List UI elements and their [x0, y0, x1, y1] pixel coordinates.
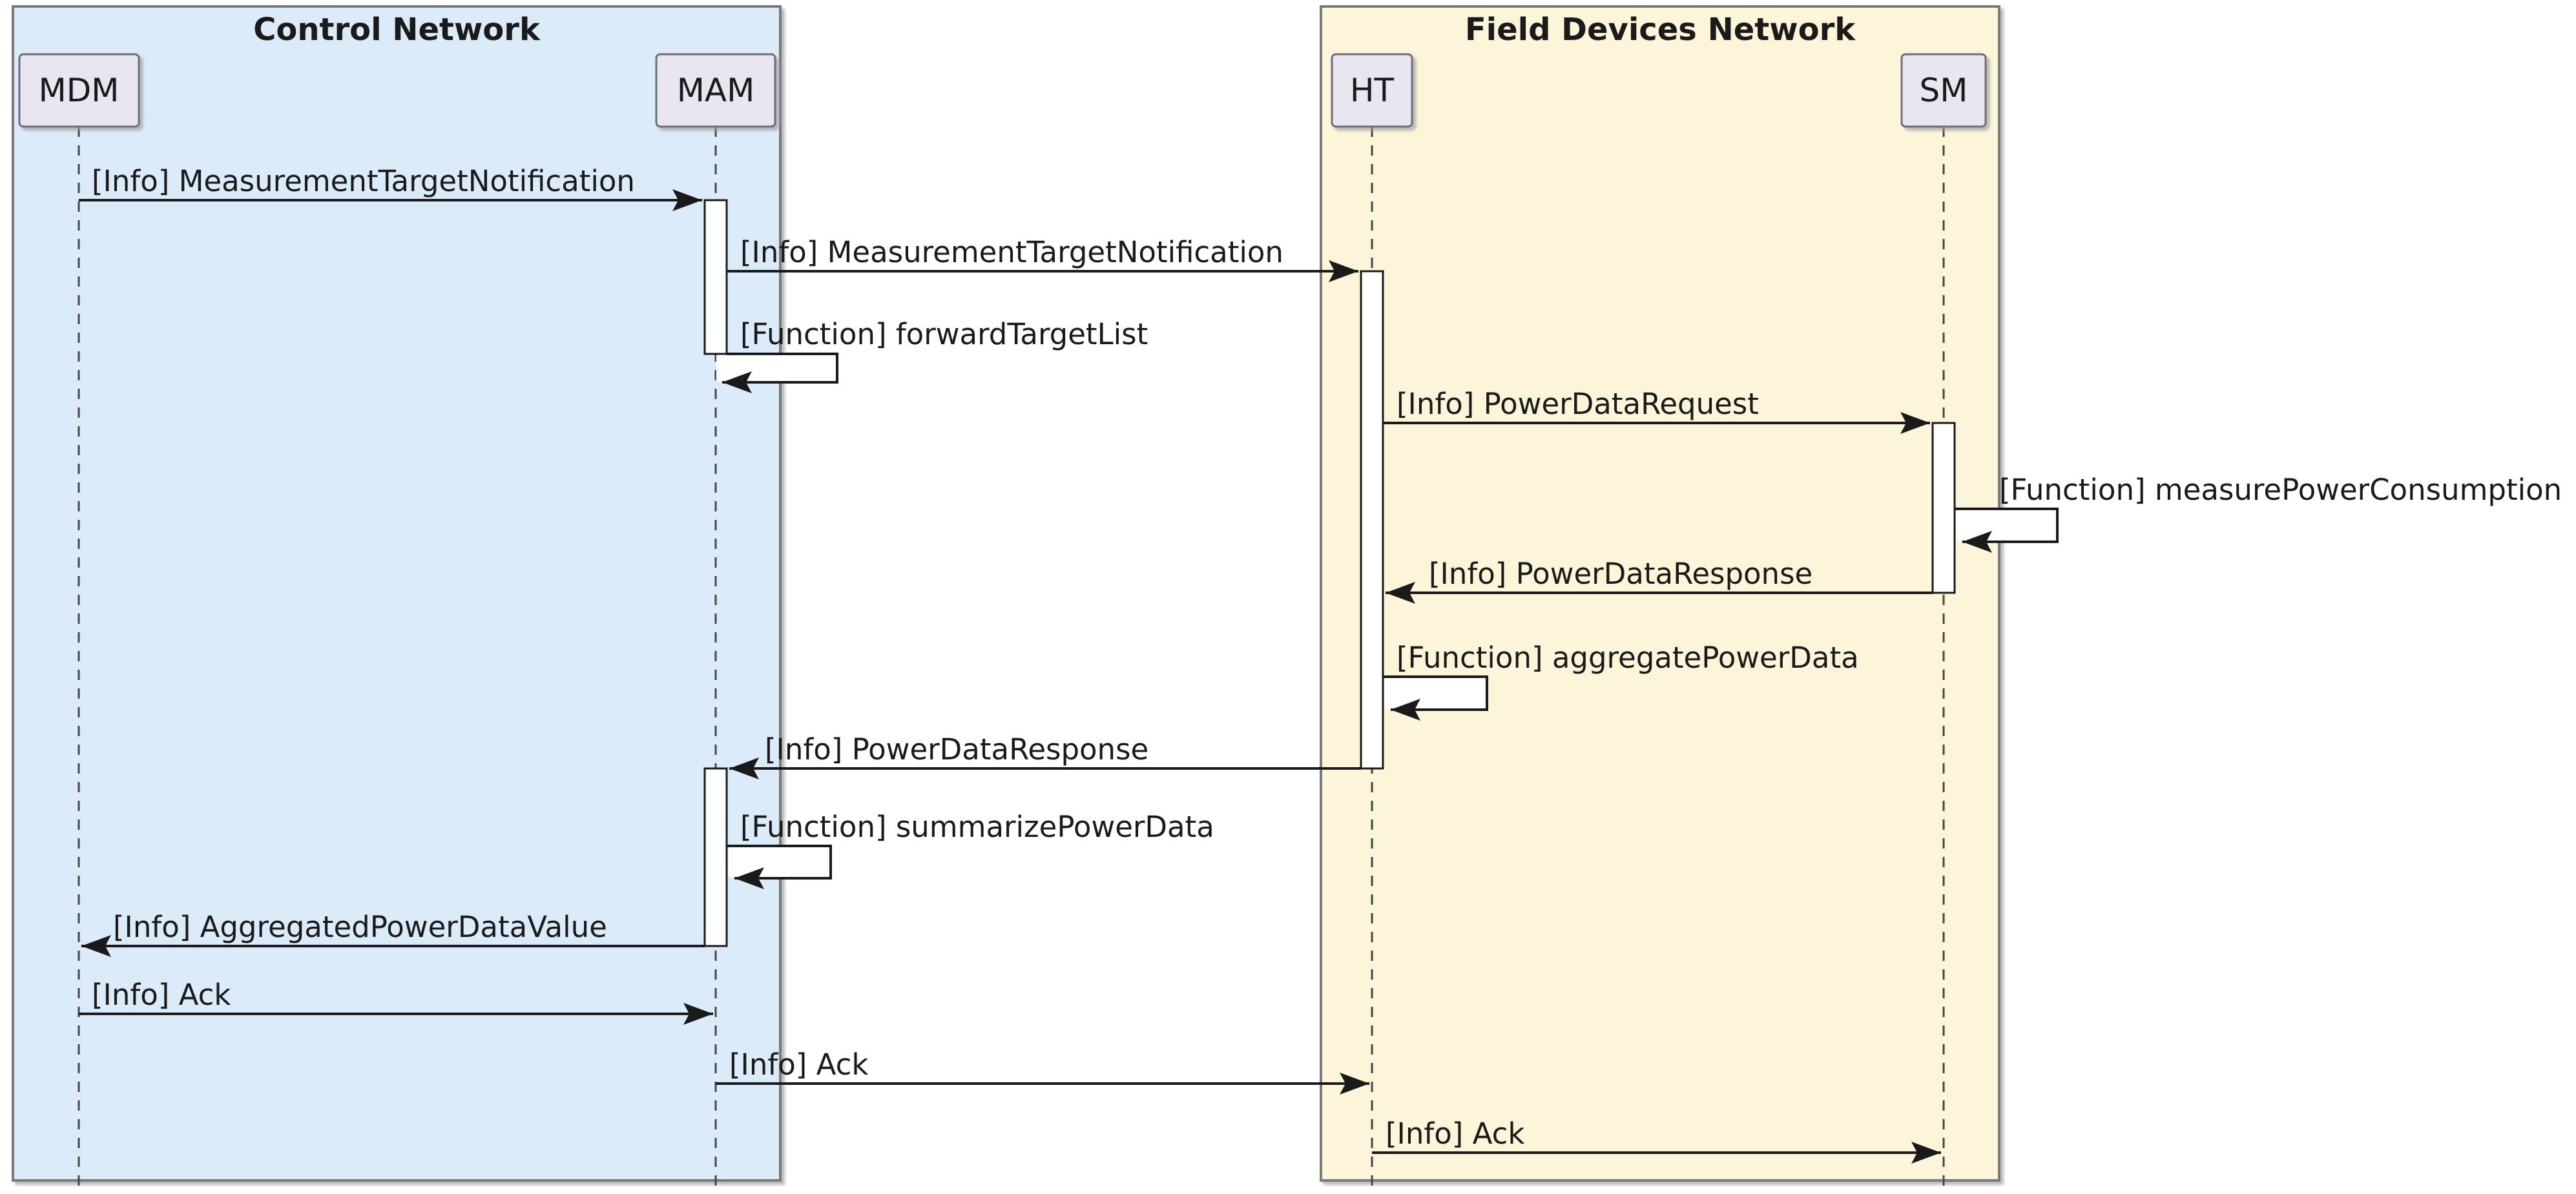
- frame-control-network: [12, 5, 782, 1182]
- selfloop-fill-summarizepowerdata: [728, 847, 829, 877]
- message-label-11: [Info] Ack: [92, 978, 231, 1012]
- message-label-1: [Info] MeasurementTargetNotification: [92, 164, 635, 198]
- participant-box-mam: [655, 53, 776, 128]
- message-label-12: [Info] Ack: [729, 1047, 868, 1082]
- activation-ht: [1360, 270, 1384, 770]
- frame-title-field-devices-network: Field Devices Network: [1465, 12, 1856, 48]
- selfloop-forwardtargetlist: [722, 353, 838, 393]
- message-label-13: [Info] Ack: [1386, 1117, 1524, 1151]
- message-label-7: [Function] aggregatePowerData: [1397, 641, 1859, 675]
- activation-mam-2: [703, 767, 728, 947]
- participant-label-ht: HT: [1350, 72, 1395, 109]
- participant-label-mdm: MDM: [39, 72, 119, 109]
- selfloop-measurepowerconsumption: [1955, 508, 2059, 553]
- participant-label-sm: SM: [1920, 72, 1968, 109]
- selfloop-fill-forwardtargetlist: [716, 355, 836, 381]
- message-label-8: [Info] PowerDataResponse: [765, 732, 1148, 767]
- participant-label-mam: MAM: [677, 72, 754, 109]
- message-label-6: [Info] PowerDataResponse: [1429, 557, 1813, 591]
- message-label-3: [Function] forwardTargetList: [740, 317, 1148, 351]
- selfloop-aggregatepowerdata: [1383, 675, 1488, 721]
- participant-box-sm: [1900, 53, 1987, 128]
- selfloop-summarizepowerdata: [727, 845, 832, 889]
- participant-box-ht: [1331, 53, 1413, 128]
- participant-box-mdm: [18, 53, 140, 128]
- activation-mam-1: [703, 199, 728, 355]
- activation-sm: [1931, 422, 1956, 594]
- frame-title-control-network: Control Network: [253, 12, 541, 48]
- message-label-10: [Info] AggregatedPowerDataValue: [113, 910, 607, 944]
- message-label-4: [Info] PowerDataRequest: [1397, 387, 1759, 421]
- message-label-9: [Function] summarizePowerData: [740, 810, 1214, 844]
- message-label-5: [Function] measurePowerConsumption: [1999, 473, 2562, 507]
- message-label-2: [Info] MeasurementTargetNotification: [740, 235, 1283, 269]
- selfloop-fill-aggregatepowerdata: [1384, 678, 1486, 708]
- selfloop-fill-measurepowerconsumption: [1956, 510, 2056, 540]
